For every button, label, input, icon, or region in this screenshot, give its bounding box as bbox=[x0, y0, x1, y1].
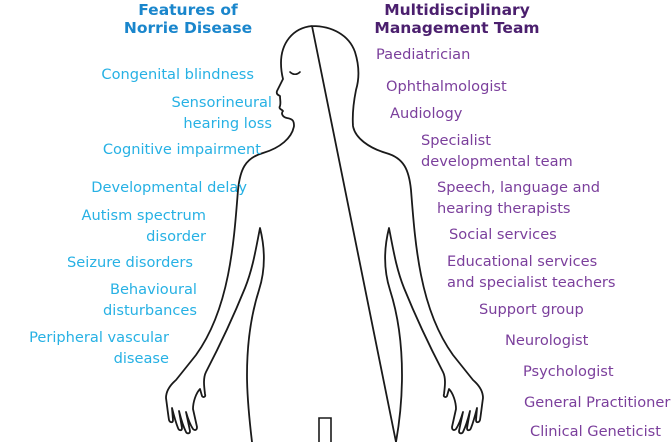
team-line: Speech, language and bbox=[437, 179, 601, 196]
team-line: Specialist bbox=[421, 132, 491, 149]
team-line: Paediatrician bbox=[376, 46, 471, 63]
team-line: Audiology bbox=[390, 105, 463, 122]
feature-item: Developmental delay bbox=[91, 177, 247, 198]
team-line: Social services bbox=[449, 226, 557, 243]
feature-line: Developmental delay bbox=[91, 179, 247, 196]
feature-line: Peripheral vascular bbox=[29, 329, 169, 346]
features-heading: Features of Norrie Disease bbox=[118, 1, 258, 37]
team-heading-line: Multidisciplinary bbox=[384, 1, 530, 19]
features-heading-line: Features of bbox=[138, 1, 238, 19]
team-line: Support group bbox=[479, 301, 584, 318]
feature-line: disease bbox=[113, 350, 169, 367]
team-line: Ophthalmologist bbox=[386, 78, 507, 95]
feature-line: Congenital blindness bbox=[101, 66, 254, 83]
feature-line: Behavioural bbox=[109, 281, 197, 298]
feature-line: Seizure disorders bbox=[67, 254, 193, 271]
feature-item: Autism spectrum disorder bbox=[81, 205, 206, 247]
feature-item: Cognitive impairment bbox=[103, 139, 261, 160]
feature-line: disturbances bbox=[103, 302, 197, 319]
team-line: hearing therapists bbox=[437, 200, 571, 217]
team-item: Neurologist bbox=[505, 330, 588, 351]
team-item: Ophthalmologist bbox=[386, 76, 507, 97]
team-line: Educational services bbox=[447, 253, 598, 270]
feature-item: Seizure disorders bbox=[67, 252, 193, 273]
team-item: Audiology bbox=[390, 103, 462, 124]
team-item: Support group bbox=[479, 299, 584, 320]
team-line: developmental team bbox=[421, 153, 573, 170]
team-item: Specialist developmental team bbox=[421, 130, 573, 172]
feature-item: Sensorineural hearing loss bbox=[171, 92, 272, 134]
team-line: and specialist teachers bbox=[447, 274, 616, 291]
team-item: General Practitioner bbox=[524, 392, 670, 413]
feature-item: Peripheral vascular disease bbox=[29, 327, 169, 369]
team-line: Neurologist bbox=[505, 332, 589, 349]
team-heading-line: Management Team bbox=[374, 19, 540, 37]
team-item: Speech, language and hearing therapists bbox=[437, 177, 600, 219]
team-heading: Multidisciplinary Management Team bbox=[362, 1, 552, 37]
team-line: General Practitioner bbox=[524, 394, 671, 411]
team-item: Psychologist bbox=[523, 361, 614, 382]
feature-line: disorder bbox=[146, 228, 206, 245]
features-heading-line: Norrie Disease bbox=[123, 19, 253, 37]
team-line: Psychologist bbox=[523, 363, 614, 380]
feature-line: Autism spectrum bbox=[81, 207, 206, 224]
feature-line: hearing loss bbox=[183, 115, 272, 132]
feature-line: Sensorineural bbox=[171, 94, 272, 111]
team-item: Educational services and specialist teac… bbox=[447, 251, 616, 293]
team-item: Paediatrician bbox=[376, 44, 470, 65]
feature-line: Cognitive impairment bbox=[102, 141, 261, 158]
feature-item: Behavioural disturbances bbox=[103, 279, 197, 321]
team-item: Social services bbox=[449, 224, 557, 245]
team-item: Clinical Geneticist bbox=[530, 421, 661, 442]
feature-item: Congenital blindness bbox=[101, 64, 254, 85]
team-line: Clinical Geneticist bbox=[530, 423, 661, 440]
